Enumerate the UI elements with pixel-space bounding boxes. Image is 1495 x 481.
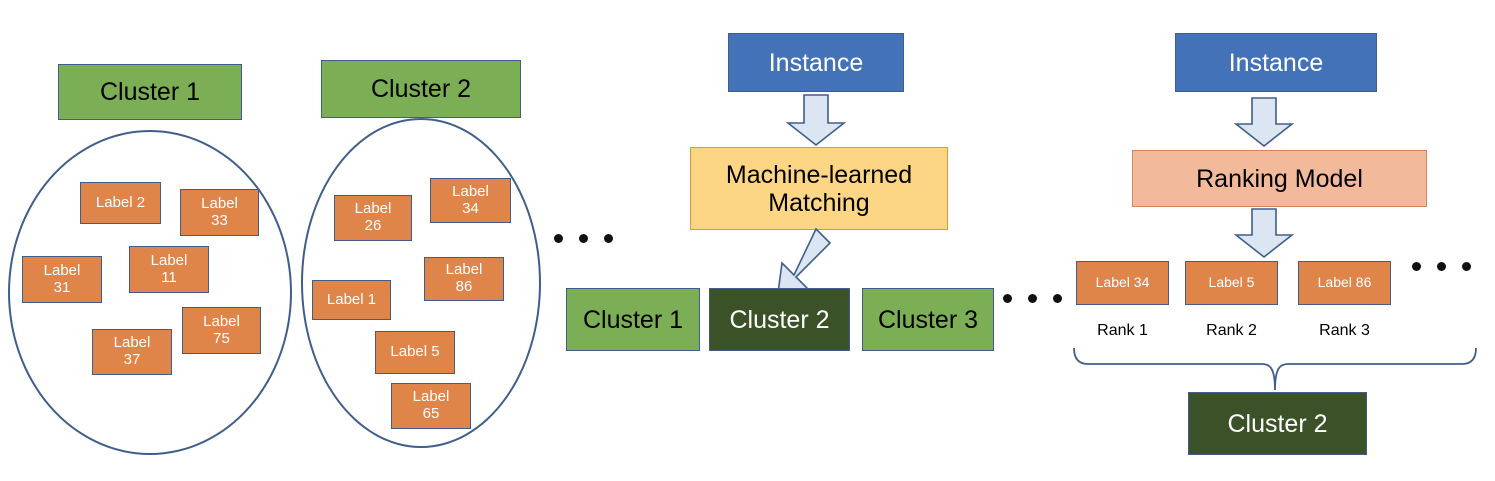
- cluster-2-label-34[interactable]: Label 34: [430, 178, 511, 223]
- dot-1: [554, 234, 563, 243]
- ranking-result-label-1[interactable]: Label 34: [1076, 261, 1169, 305]
- machine-learned-matching-box[interactable]: Machine-learned Matching: [690, 147, 948, 230]
- label-line-2: 11: [161, 268, 177, 286]
- cluster-2-label-26[interactable]: Label 26: [334, 195, 412, 241]
- dot-3: [1053, 294, 1062, 303]
- dot-2: [1028, 294, 1037, 303]
- dot-1: [1412, 262, 1421, 271]
- label-line-2: 33: [211, 211, 228, 229]
- cluster-1-header[interactable]: Cluster 1: [58, 64, 242, 120]
- mlm-line-2: Matching: [768, 188, 870, 217]
- matching-ellipsis: [1003, 294, 1062, 303]
- dot-1: [1003, 294, 1012, 303]
- dot-2: [579, 234, 588, 243]
- label-line-2: 31: [53, 278, 71, 296]
- ranking-group-brace-icon: [1073, 347, 1477, 391]
- label-line-2: 37: [123, 351, 141, 368]
- matching-cluster-option-1[interactable]: Cluster 1: [566, 288, 700, 351]
- matching-cluster-option-3[interactable]: Cluster 3: [862, 288, 994, 351]
- clusters-ellipsis: [554, 234, 613, 243]
- label-line-1: Label: [445, 261, 483, 279]
- rank-text-1: Rank 1: [1097, 322, 1148, 339]
- label-line-1: Label: [354, 200, 392, 218]
- cluster-2-label-86[interactable]: Label 86: [424, 257, 504, 301]
- label-line-1: Label: [203, 312, 240, 330]
- ranking-result-label-3[interactable]: Label 86: [1298, 261, 1391, 305]
- label-line-2: 86: [455, 278, 473, 295]
- dot-3: [604, 234, 613, 243]
- matching-cluster-option-2-selected[interactable]: Cluster 2: [709, 288, 850, 351]
- matching-instance-box[interactable]: Instance: [728, 33, 904, 92]
- cluster-1-label-75[interactable]: Label 75: [182, 307, 261, 354]
- ranking-down-arrow-icon-bottom: [1233, 208, 1295, 259]
- dot-3: [1462, 262, 1471, 271]
- ranking-instance-box[interactable]: Instance: [1175, 33, 1377, 92]
- label-line-1: Label: [113, 334, 151, 352]
- label-line-1: Label: [150, 251, 188, 269]
- rank-text-3: Rank 3: [1319, 322, 1370, 339]
- ranking-model-box[interactable]: Ranking Model: [1132, 150, 1427, 207]
- label-line-1: Label: [43, 261, 81, 279]
- label-line-1: Label: [201, 194, 238, 212]
- ranking-ellipsis: [1412, 262, 1471, 271]
- label-line-2: 65: [422, 405, 440, 422]
- ranking-result-label-2[interactable]: Label 5: [1185, 261, 1278, 305]
- label-line-2: 26: [364, 217, 382, 234]
- cluster-1-label-2[interactable]: Label 2: [80, 182, 161, 224]
- rank-text-2: Rank 2: [1206, 322, 1257, 339]
- ranking-down-arrow-icon-top: [1233, 97, 1295, 148]
- cluster-2-label-1[interactable]: Label 1: [312, 280, 391, 320]
- cluster-2-label-5[interactable]: Label 5: [375, 331, 455, 374]
- cluster-1-ellipse: [8, 130, 292, 455]
- mlm-line-1: Machine-learned: [725, 160, 913, 189]
- cluster-1-label-37[interactable]: Label 37: [92, 329, 172, 375]
- cluster-1-label-33[interactable]: Label 33: [180, 189, 259, 236]
- label-line-2: 75: [213, 329, 230, 347]
- cluster-2-ellipse: [301, 118, 541, 448]
- cluster-1-label-11[interactable]: Label 11: [129, 246, 209, 293]
- cluster-1-label-31[interactable]: Label 31: [22, 256, 102, 303]
- label-line-2: 34: [462, 199, 479, 217]
- cluster-2-header[interactable]: Cluster 2: [321, 60, 521, 118]
- dot-2: [1437, 262, 1446, 271]
- label-line-1: Label: [412, 388, 450, 406]
- label-line-1: Label: [452, 182, 489, 200]
- cluster-2-label-65[interactable]: Label 65: [391, 383, 471, 429]
- ranking-result-cluster-box[interactable]: Cluster 2: [1188, 392, 1367, 455]
- matching-down-arrow-icon: [785, 94, 847, 147]
